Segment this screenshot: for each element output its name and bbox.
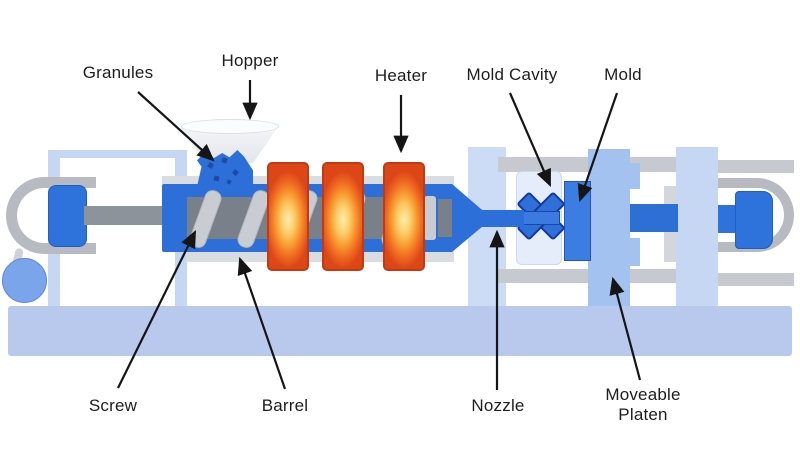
mold-plate bbox=[564, 181, 591, 261]
clamp-piston bbox=[735, 191, 773, 249]
granule-dot bbox=[213, 175, 220, 182]
moveable-platen bbox=[588, 149, 630, 306]
mold-label: Mold bbox=[604, 65, 642, 84]
heater-label: Heater bbox=[374, 66, 428, 85]
nozzle-tube bbox=[480, 210, 524, 227]
clamp-column bbox=[676, 147, 718, 306]
hopper-rim bbox=[181, 119, 279, 134]
screw-tip-block bbox=[438, 199, 453, 237]
heater-band bbox=[322, 162, 364, 271]
screw-tip-ring bbox=[424, 196, 436, 240]
left-frame-top-bar bbox=[48, 150, 187, 158]
platen-rod bbox=[628, 204, 678, 232]
granules-label: Granules bbox=[82, 63, 154, 82]
moveable-platen-label: Moveable Platen bbox=[605, 385, 681, 424]
heater-band bbox=[383, 162, 425, 271]
screw-label: Screw bbox=[88, 396, 138, 415]
machine-base bbox=[8, 306, 792, 356]
moveable-platen-tab-bottom bbox=[630, 238, 640, 266]
injection-frame bbox=[6, 177, 96, 254]
heater-band bbox=[267, 162, 309, 271]
injection-piston bbox=[48, 185, 87, 247]
barrel-label: Barrel bbox=[261, 396, 309, 415]
right-rail-top bbox=[712, 160, 794, 173]
nozzle-label: Nozzle bbox=[471, 396, 525, 415]
moveable-platen-tab-top bbox=[630, 163, 640, 189]
hydraulic-ball bbox=[2, 258, 47, 303]
mold-cavity-label: Mold Cavity bbox=[466, 65, 558, 84]
right-rail-bottom bbox=[712, 273, 794, 286]
hopper-label: Hopper bbox=[221, 51, 279, 70]
